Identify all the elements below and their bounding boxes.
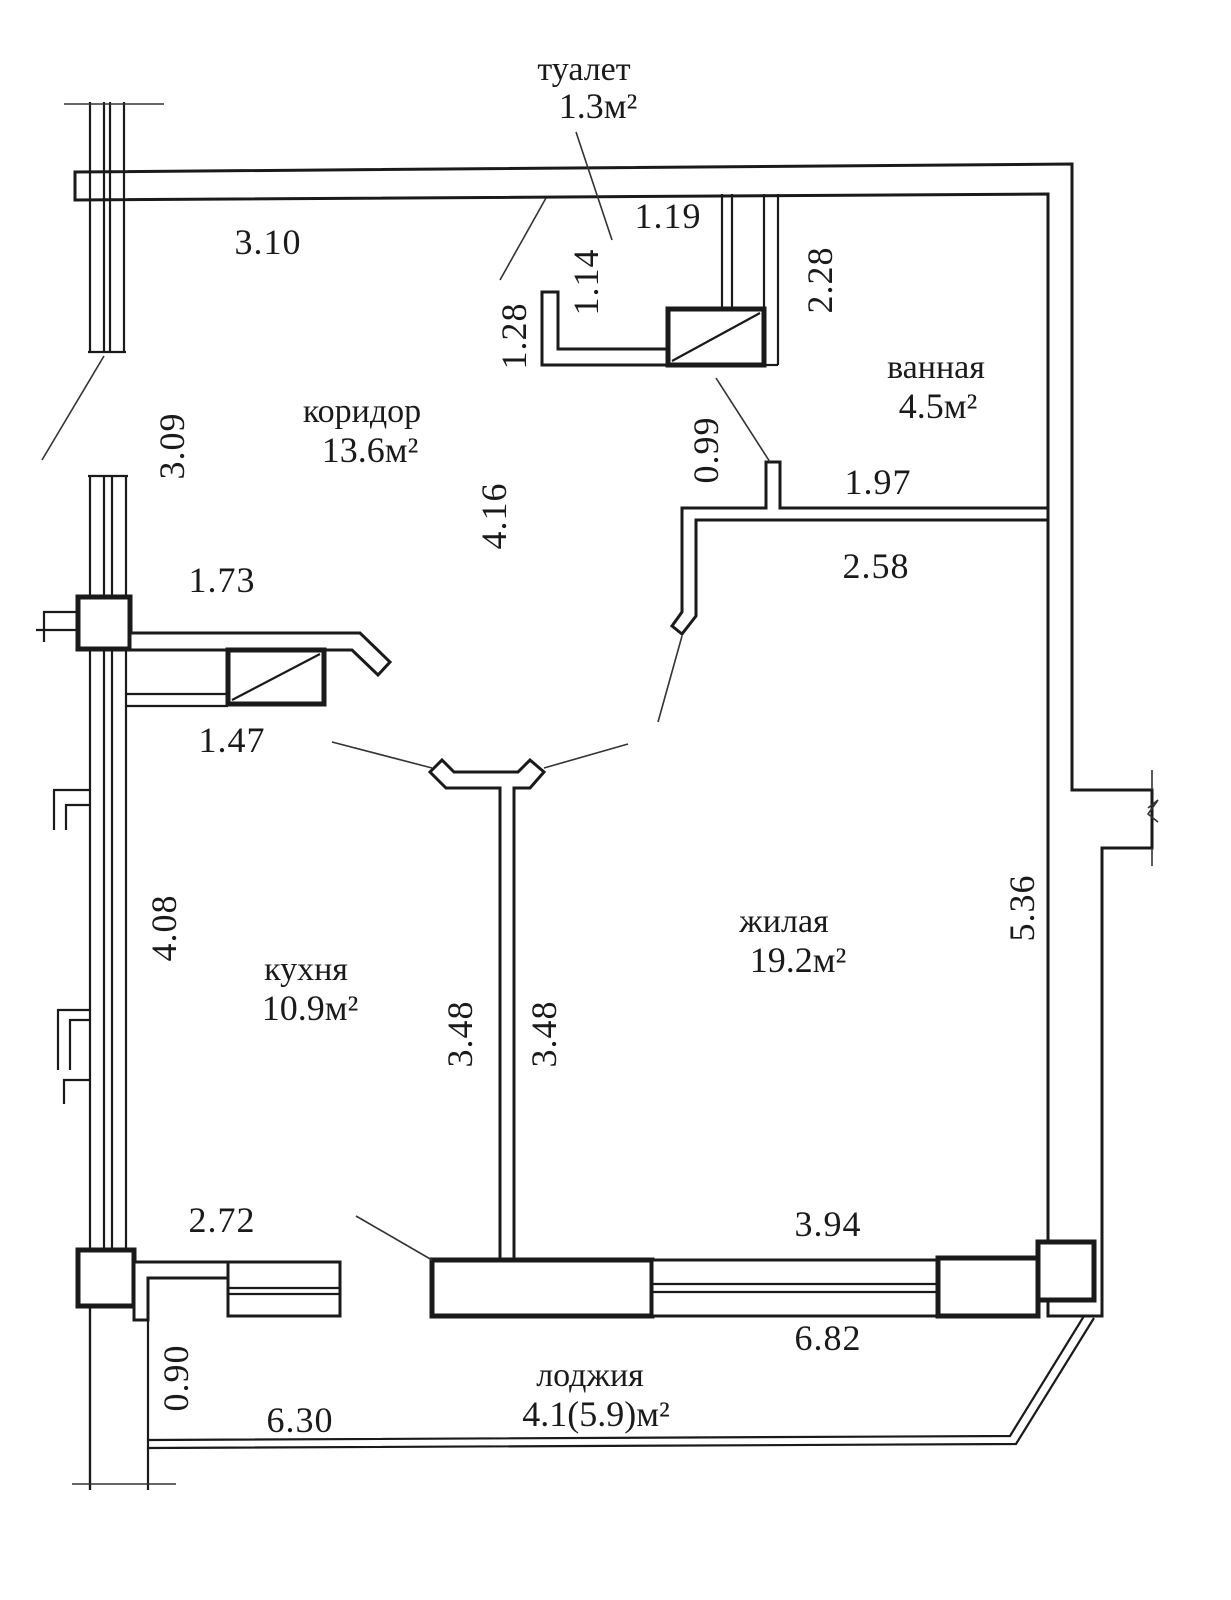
bottom-wall-center-block (429, 1257, 655, 1319)
dim-3-94: 3.94 (795, 1204, 862, 1244)
dimension-labels: 3.10 1.19 1.14 1.28 2.28 3.09 4.16 0.99 … (144, 196, 1042, 1440)
bathroom-name: ванная (887, 349, 985, 386)
right-wall-break-upper (1146, 770, 1159, 823)
kitchen-door-leaf (331, 741, 433, 769)
bathroom-partition (669, 460, 1050, 637)
dim-6-82: 6.82 (795, 1318, 862, 1358)
dim-1-47: 1.47 (199, 720, 266, 760)
corridor-area: 13.6м² (322, 430, 419, 470)
pillar-left-upper (75, 594, 133, 652)
dim-0-99: 0.99 (686, 417, 726, 484)
dim-2-72: 2.72 (189, 1200, 256, 1240)
toilet-name: туалет (537, 51, 630, 88)
top-wall (73, 162, 1154, 1318)
ventilation-shaft-bath-diagonal (671, 312, 761, 362)
living-door-leaf (657, 635, 683, 723)
walls (36, 102, 1159, 1490)
toilet-label-leader (575, 131, 613, 241)
dim-1-97: 1.97 (845, 462, 912, 502)
dim-4-16: 4.16 (474, 483, 514, 550)
loggia-area: 4.1(5.9)м² (522, 1394, 670, 1434)
dim-1-73: 1.73 (189, 560, 256, 600)
dim-1-28: 1.28 (494, 303, 534, 370)
dim-2-58: 2.58 (843, 546, 910, 586)
dim-0-90: 0.90 (156, 1345, 196, 1412)
entrance-door-leaf (41, 355, 105, 461)
kitchen-living-partition (427, 757, 547, 1262)
dim-1-19: 1.19 (635, 196, 702, 236)
left-window-jog-upper (52, 788, 90, 830)
dim-3-10: 3.10 (235, 222, 302, 262)
dim-5-36: 5.36 (1002, 875, 1042, 942)
bathroom-area: 4.5м² (899, 386, 978, 426)
dim-3-48-right: 3.48 (524, 1001, 564, 1068)
living-area: 19.2м² (750, 940, 847, 980)
dim-1-14: 1.14 (566, 249, 606, 316)
dim-4-08: 4.08 (144, 895, 184, 962)
pillar-left-lower (75, 1247, 137, 1309)
toilet-door-leaf (499, 197, 547, 281)
room-labels: туалет 1.3м² коридор 13.6м² ванная 4.5м²… (262, 51, 986, 1434)
loggia-parapet (147, 1315, 1085, 1442)
window-right (650, 1258, 940, 1318)
living-door-leaf-2 (543, 743, 629, 769)
corridor-name: коридор (303, 393, 421, 430)
toilet-area: 1.3м² (559, 86, 638, 126)
corridor-kitchen-partition (128, 631, 393, 678)
loggia-parapet-inner (147, 1317, 1095, 1450)
loggia-name: лоджия (536, 1357, 644, 1394)
pillar-left-upper-stub (36, 610, 78, 642)
bathroom-door-leaf (715, 377, 771, 463)
dim-2-28: 2.28 (800, 247, 840, 314)
dim-3-48-left: 3.48 (440, 1001, 480, 1068)
bottom-wall-right-block (935, 1255, 1041, 1319)
balcony-door-leaf (355, 1215, 433, 1261)
dim-6-30: 6.30 (267, 1400, 334, 1440)
ventilation-shaft-kitchen-diagonal (231, 653, 321, 701)
left-window-jog-lower (56, 1008, 90, 1104)
living-name: жилая (738, 903, 829, 940)
kitchen-area: 10.9м² (262, 988, 359, 1028)
kitchen-name: кухня (264, 951, 348, 988)
dim-3-09: 3.09 (152, 413, 192, 480)
pillar-right-lower (1035, 1239, 1097, 1303)
bottom-wall-left (132, 1260, 230, 1322)
